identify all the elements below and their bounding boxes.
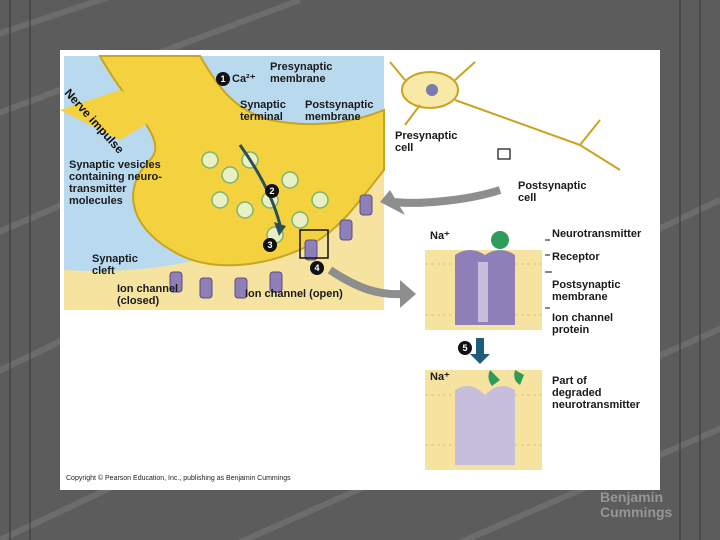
step-5-badge: 5 xyxy=(458,341,472,355)
detail-open-channel xyxy=(425,231,542,330)
receptor-label: Receptor xyxy=(552,251,600,263)
axon xyxy=(60,90,170,140)
gray-arrow-bottom xyxy=(327,266,403,299)
step-2-badge: 2 xyxy=(265,184,279,198)
step5-arrow xyxy=(476,338,484,356)
sodium-label-top: Na⁺ xyxy=(430,230,450,242)
sodium-label-bottom: Na⁺ xyxy=(430,371,450,383)
neurotransmitter-label: Neurotransmitter xyxy=(552,228,642,240)
detail-closed-channel xyxy=(425,370,542,470)
copyright-text: Copyright © Pearson Education, Inc., pub… xyxy=(66,475,291,482)
ion-channels xyxy=(169,194,373,299)
calcium-label: Ca²⁺ xyxy=(232,73,256,85)
step-3-badge: 3 xyxy=(263,238,277,252)
postsynaptic-cell xyxy=(64,170,384,310)
step-4-badge: 4 xyxy=(310,261,324,275)
synapse-illustration xyxy=(60,55,621,470)
step-1-badge: 1 xyxy=(216,72,230,86)
ion-channel-open-label: Ion channel (open) xyxy=(245,288,343,300)
gray-arrow-top xyxy=(394,186,502,207)
ion-channel-closed-label: Ion channel(closed) xyxy=(117,283,179,307)
zoom-box xyxy=(299,229,329,259)
